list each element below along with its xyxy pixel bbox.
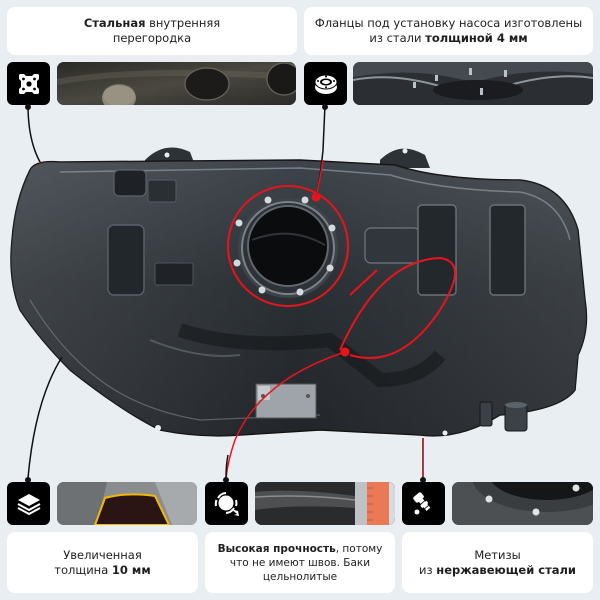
feature-card-thickness: Увеличенная толщина 10 мм — [7, 532, 198, 593]
feature-text-line: Метизы — [474, 547, 521, 562]
feature-text-line: из нержавеющей стали — [419, 562, 576, 577]
partition-plate-icon — [7, 62, 50, 105]
feature-text-line: Увеличенная — [63, 547, 142, 562]
feature-text-line: толщина 10 мм — [54, 562, 151, 577]
feature-text-line: что не имеют швов. Баки — [229, 556, 371, 569]
pump-flange-icon — [304, 62, 347, 105]
feature-card-steel-partition: Стальная внутренняя перегородка — [7, 7, 297, 55]
feature-card-pump-flange: Фланцы под установку насоса изготовлены … — [304, 7, 593, 55]
feature-text-line: Стальная внутренняя — [83, 16, 221, 30]
partition-photo — [57, 62, 296, 105]
feature-card-fasteners: Метизы из нержавеющей стали — [402, 532, 593, 593]
seamless-weld-icon — [205, 482, 248, 525]
wall-thickness-photo — [57, 482, 197, 525]
feature-text-line: из стали толщиной 4 мм — [369, 31, 528, 45]
feature-text-line: Фланцы под установку насоса изготовлены — [314, 16, 583, 30]
stainless-bolts-photo — [452, 482, 593, 525]
feature-text-line: цельнолитые — [262, 570, 338, 583]
seamless-tank-photo — [255, 482, 395, 525]
feature-card-strength: Высокая прочность, потому что не имеют ш… — [205, 532, 395, 593]
layers-icon — [7, 482, 50, 525]
feature-text-line: Высокая прочность, потому — [217, 542, 383, 555]
bolt-icon — [402, 482, 445, 525]
feature-text-line: перегородка — [112, 31, 192, 45]
pump-flange-photo — [353, 62, 593, 105]
